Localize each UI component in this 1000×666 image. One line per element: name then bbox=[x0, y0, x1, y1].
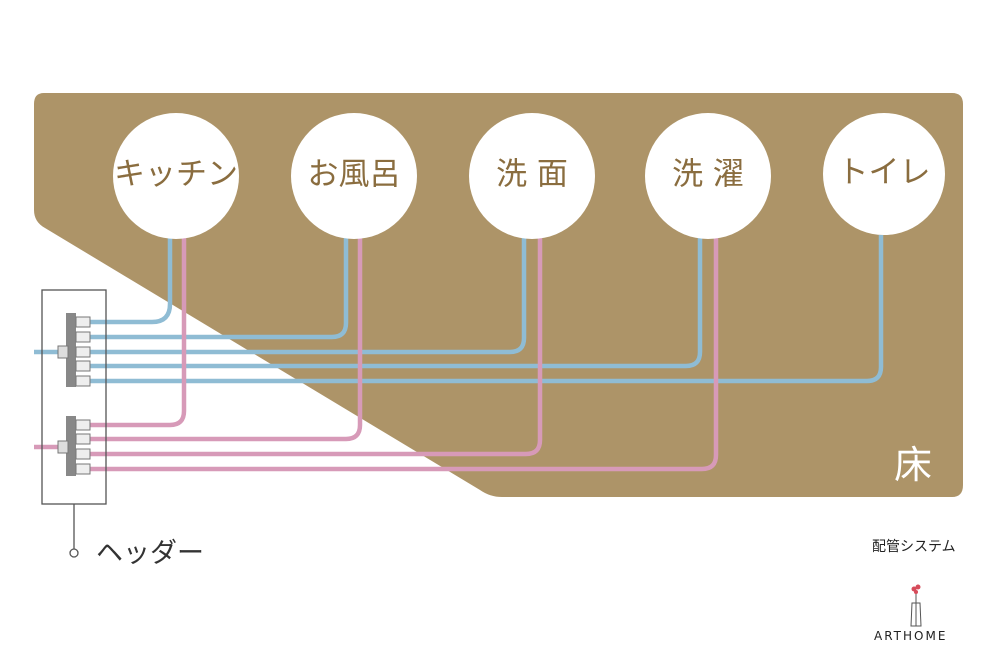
fixture-label-washbasin: 洗 面 bbox=[496, 157, 568, 193]
hot-pipe-washbasin bbox=[88, 238, 543, 457]
fixture-label-bath: お風呂 bbox=[308, 157, 401, 193]
diagram-caption: 配管システム bbox=[872, 539, 956, 555]
fixture-bath: お風呂 bbox=[291, 113, 417, 239]
hot-pipe-bath bbox=[88, 238, 363, 442]
fixture-washbasin: 洗 面 bbox=[469, 113, 595, 239]
cold-pipe-kitchen bbox=[88, 238, 173, 325]
arthome-logo: ARTHOME bbox=[874, 584, 947, 643]
fixture-label-toilet: トイレ bbox=[838, 155, 931, 191]
cold-pipe-bath bbox=[88, 238, 349, 340]
cold-pipe-toilet bbox=[88, 235, 884, 384]
logo-text: ARTHOME bbox=[874, 629, 947, 643]
header-leader-dot bbox=[69, 548, 79, 558]
fixture-laundry: 洗 濯 bbox=[645, 113, 771, 239]
logo-vase bbox=[910, 602, 922, 627]
fixture-kitchen: キッチン bbox=[113, 113, 239, 239]
header-label: ヘッダー bbox=[96, 538, 204, 569]
floor-label: 床 bbox=[894, 443, 932, 487]
fixture-label-kitchen: キッチン bbox=[114, 157, 238, 193]
cold-pipe-washbasin bbox=[88, 238, 527, 355]
cold-water-pipes bbox=[34, 235, 884, 384]
hot-water-pipes bbox=[34, 238, 719, 472]
hot-pipe-kitchen bbox=[88, 238, 187, 428]
fixture-toilet: トイレ bbox=[823, 113, 945, 235]
fixture-label-laundry: 洗 濯 bbox=[672, 157, 744, 193]
cold-pipe-laundry bbox=[88, 238, 703, 369]
cold-manifold bbox=[57, 313, 91, 387]
hot-pipe-laundry bbox=[88, 238, 719, 472]
hot-manifold bbox=[57, 416, 91, 476]
